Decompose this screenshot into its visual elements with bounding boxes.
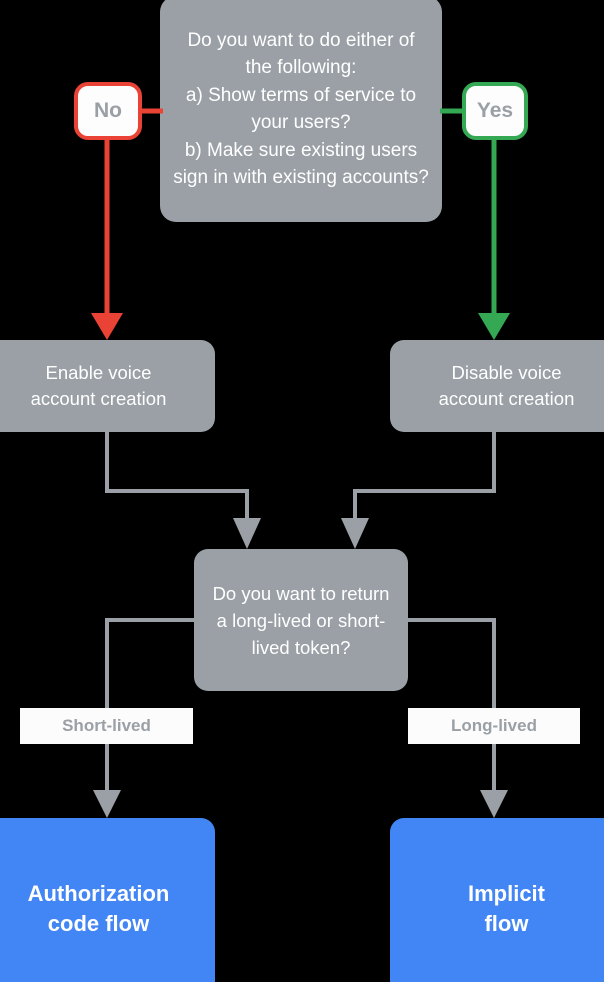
edge-label-long-lived-text: Long-lived — [451, 716, 537, 735]
arrowhead-disable-to-token — [341, 518, 369, 549]
edge-badge-yes-label: Yes — [476, 99, 514, 122]
decision-top-text: Do you want to do either of the followin… — [173, 29, 429, 189]
process-node-enable-voice-account-creation[interactable]: Enable voice account creation — [0, 340, 215, 432]
terminal-node-authorization-code-flow[interactable]: Authorization code flow — [0, 818, 215, 982]
process-node-disable-voice-account-creation[interactable]: Disable voice account creation — [390, 340, 604, 432]
arrowhead-enable-to-token — [233, 518, 261, 549]
edge-label-long-lived: Long-lived — [408, 708, 580, 744]
arrowhead-yes-to-disable — [478, 313, 510, 340]
decision-node-terms-or-existing-accounts[interactable]: Do you want to do either of the followin… — [160, 0, 442, 222]
arrowhead-token-to-auth-code — [93, 790, 121, 818]
auth-code-node-text: Authorization code flow — [27, 881, 170, 936]
enable-node-text: Enable voice account creation — [30, 362, 167, 409]
decision-node-token-lifetime[interactable]: Do you want to return a long-lived or sh… — [194, 549, 408, 691]
edge-enable-to-token — [105, 432, 249, 521]
arrowhead-token-to-implicit — [480, 790, 508, 818]
edge-badge-no-label: No — [94, 99, 122, 122]
edge-badge-no[interactable]: No — [74, 82, 142, 140]
implicit-node-text: Implicit flow — [467, 881, 545, 936]
edge-label-short-lived-text: Short-lived — [62, 716, 151, 735]
arrowhead-no-to-enable — [91, 313, 123, 340]
edge-token-to-auth-code — [105, 618, 196, 793]
terminal-node-implicit-flow[interactable]: Implicit flow — [390, 818, 604, 982]
edge-token-to-implicit — [406, 618, 496, 793]
decision-token-text: Do you want to return a long-lived or sh… — [212, 582, 390, 658]
edge-label-short-lived: Short-lived — [20, 708, 193, 744]
disable-node-text: Disable voice account creation — [438, 362, 575, 409]
edge-disable-to-token — [353, 432, 496, 521]
edge-badge-yes[interactable]: Yes — [462, 82, 528, 140]
